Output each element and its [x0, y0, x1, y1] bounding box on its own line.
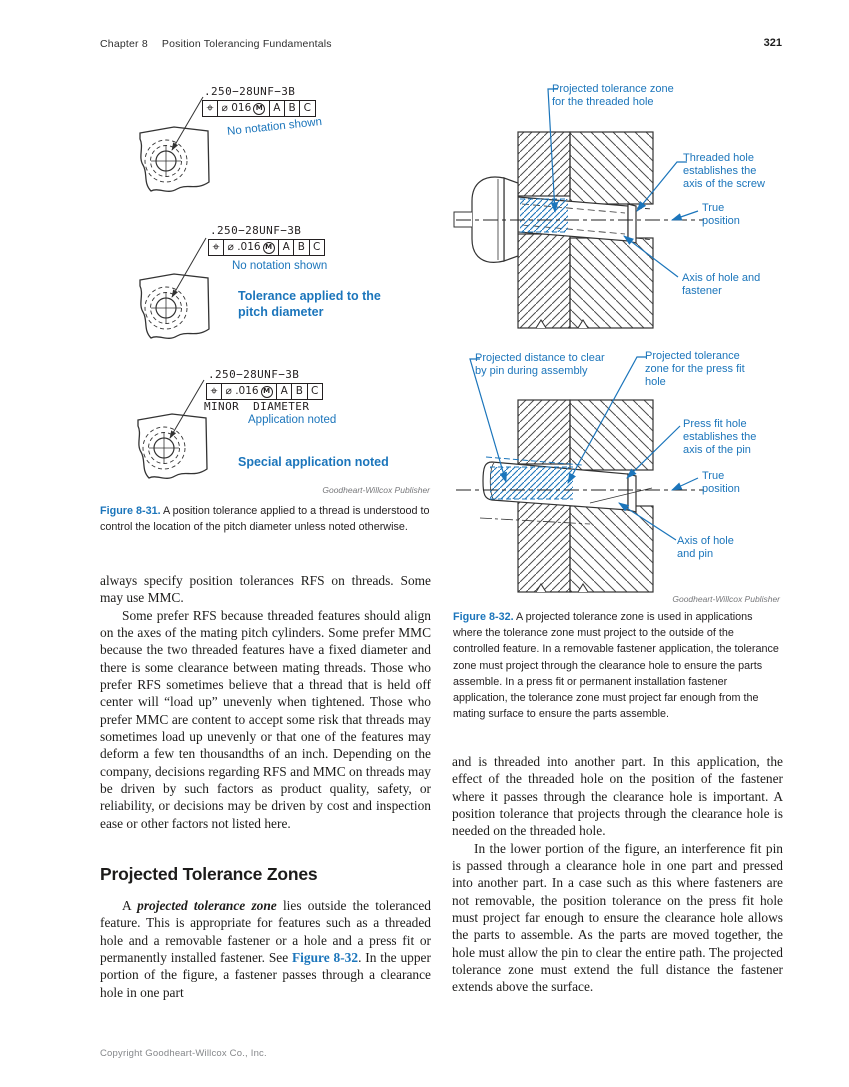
annotation-callout: Tolerance applied to the pitch diameter [238, 289, 381, 320]
mmc-modifier-icon: M [260, 385, 273, 398]
position-symbol: ⌖ [212, 239, 220, 255]
datum-c: C [299, 101, 314, 116]
tolerance-value: ⌀ .016 [227, 241, 261, 254]
datum-a: A [268, 101, 284, 116]
page-number: 321 [763, 37, 782, 49]
text-run: lies outside the toleranced feature. Thi… [100, 898, 431, 966]
paragraph: A projected tolerance zone lies outside … [100, 897, 431, 1001]
label-projected-tolerance-zone: Projected tolerance zone for the threade… [552, 83, 674, 109]
section-view-svg [453, 88, 704, 329]
figure-reference: Figure 8-32 [292, 950, 359, 966]
fig31-caption: Figure 8-31. A position tolerance applie… [100, 503, 432, 535]
caption-text: A position tolerance applied to a thread… [100, 505, 430, 534]
paragraph: Some prefer RFS because threaded feature… [100, 607, 431, 831]
label-press-fit-hole: Press fit hole establishes the axis of t… [683, 418, 757, 457]
datum-b: B [293, 240, 308, 255]
annotation-callout: Special application noted [238, 455, 389, 469]
datum-b: B [283, 101, 299, 116]
mmc-modifier-icon: M [253, 102, 266, 115]
tolerance-value: ⌀ 016 [221, 102, 252, 115]
chapter-title: Position Tolerancing Fundamentals [161, 38, 332, 50]
section-heading: Projected Tolerance Zones [100, 864, 318, 884]
fig32-upper-drawing: Projected tolerance zone for the threade… [440, 80, 790, 348]
label-axis-of-hole-and-pin: Axis of hole and pin [677, 535, 734, 561]
minor-diameter-note: MINOR DIAMETER [204, 400, 310, 413]
datum-c: C [308, 240, 324, 255]
caption-label: Figure 8-32. [453, 611, 514, 623]
section-view-svg [456, 356, 704, 593]
mmc-modifier-icon: M [262, 241, 275, 254]
part-drawing-svg [137, 379, 208, 479]
position-symbol: ⌖ [206, 100, 214, 116]
label-projected-tolerance-zone: Projected tolerance zone for the press f… [645, 350, 745, 389]
caption-label: Figure 8-31. [100, 505, 161, 517]
paragraph: In the lower portion of the figure, an i… [452, 840, 783, 995]
footer-copyright: Copyright Goodheart-Willcox Co., Inc. [100, 1048, 267, 1059]
part-drawing-svg [139, 237, 210, 339]
position-symbol: ⌖ [210, 383, 218, 399]
datum-c: C [306, 384, 322, 399]
publisher-credit: Goodheart-Willcox Publisher [322, 485, 430, 495]
tolerance-value: ⌀ .016 [225, 385, 259, 398]
left-column-text: always specify position tolerances RFS o… [100, 572, 431, 832]
right-column-text: and is threaded into another part. In th… [452, 753, 783, 996]
thread-note: .250−28UNF−3B [208, 368, 300, 381]
label-projected-distance: Projected distance to clear by pin durin… [475, 352, 605, 378]
datum-a: A [276, 384, 291, 399]
label-true-position: True position [702, 470, 740, 496]
annotation-note: No notation shown [232, 260, 328, 272]
chapter-label: Chapter 8 [100, 38, 148, 50]
left-column-text-2: A projected tolerance zone lies outside … [100, 897, 431, 1001]
page-header: Chapter 8 Position Tolerancing Fundamenta… [100, 38, 332, 50]
fig32-lower-drawing: Projected distance to clear by pin durin… [440, 350, 790, 612]
paragraph: always specify position tolerances RFS o… [100, 573, 431, 606]
key-term: projected tolerance zone [137, 898, 277, 913]
datum-a: A [278, 240, 293, 255]
paragraph: and is threaded into another part. In th… [452, 754, 783, 839]
datum-b: B [291, 384, 306, 399]
part-drawing-svg [139, 96, 210, 192]
text-run: A [122, 898, 138, 913]
caption-text: A projected tolerance zone is used in ap… [453, 611, 779, 721]
annotation-note: Application noted [248, 414, 337, 426]
label-axis-of-hole-and-fastener: Axis of hole and fastener [682, 272, 761, 298]
publisher-credit: Goodheart-Willcox Publisher [672, 594, 780, 604]
label-true-position: True position [702, 202, 740, 228]
thread-note: .250−28UNF−3B [210, 224, 302, 237]
thread-note: .250−28UNF−3B [204, 85, 296, 98]
label-threaded-hole: Threaded hole establishes the axis of th… [683, 152, 765, 191]
fig32-caption: Figure 8-32. A projected tolerance zone … [453, 609, 783, 722]
text-run: . In the upper portion of the figure, a … [100, 950, 431, 1000]
